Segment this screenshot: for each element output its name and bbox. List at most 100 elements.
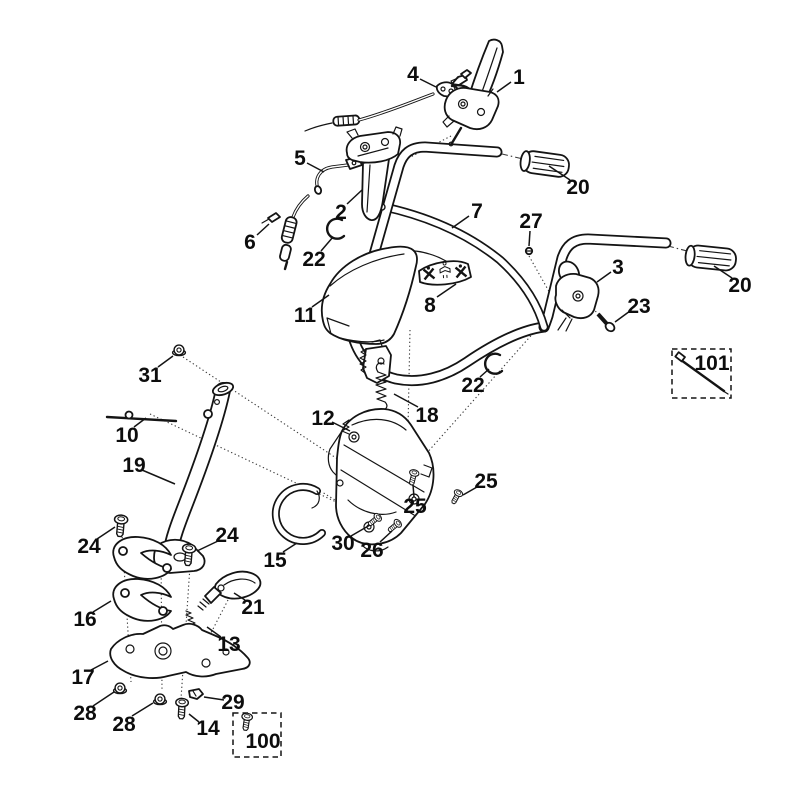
callout-leader-14-34 xyxy=(188,713,200,723)
part-callout-19-19: 19 xyxy=(122,454,145,477)
callout-leader-22-14 xyxy=(479,368,490,378)
throttle-lever-assembly xyxy=(442,38,504,147)
callout-leader-23-10 xyxy=(614,310,631,323)
retaining-clip-lower xyxy=(483,352,504,375)
part-callout-24-23: 24 xyxy=(215,524,239,547)
callout-leader-13-29 xyxy=(206,626,222,638)
wire-clamp-ring xyxy=(271,483,326,545)
part-callout-27-8: 27 xyxy=(519,210,542,233)
part-callout-100-35: 100 xyxy=(245,730,280,753)
clip-29 xyxy=(188,688,204,700)
callout-leader-1-0 xyxy=(496,81,512,93)
part-callout-22-5: 22 xyxy=(302,248,325,271)
handlebar-grip-lower xyxy=(684,244,737,272)
part-callout-25-20: 25 xyxy=(403,495,427,518)
screw-14 xyxy=(174,697,190,720)
callout-leader-2-3 xyxy=(346,189,363,205)
part-callout-28-32: 28 xyxy=(112,713,136,736)
handlebar-grip-upper xyxy=(519,150,570,178)
part-callout-12-18: 12 xyxy=(311,407,334,430)
callout-leader-22-5 xyxy=(320,236,334,252)
part-callout-3-9: 3 xyxy=(612,256,624,279)
part-callout-15-24: 15 xyxy=(263,549,287,572)
part-callout-28-31: 28 xyxy=(73,702,97,725)
callout-leader-30-25 xyxy=(350,524,371,537)
callout-leader-17-30 xyxy=(90,660,109,671)
callout-leader-26-26 xyxy=(379,530,393,543)
part-callout-31-16: 31 xyxy=(138,364,162,387)
part-callout-24-22: 24 xyxy=(77,535,101,558)
part-callout-29-33: 29 xyxy=(221,691,244,714)
callout-leader-10-17 xyxy=(133,417,147,428)
callout-leader-5-2 xyxy=(306,162,325,173)
callout-leader-7-7 xyxy=(451,215,470,229)
part-callout-101-36: 101 xyxy=(694,352,729,375)
pin-rod-10 xyxy=(105,410,178,423)
nut-28-left xyxy=(112,682,128,695)
part-callout-2-3: 2 xyxy=(335,201,347,224)
spring-cable xyxy=(261,194,310,271)
callout-leader-25-20 xyxy=(412,484,415,498)
part-callout-16-27: 16 xyxy=(73,608,96,631)
part-callout-5-2: 5 xyxy=(294,147,306,170)
callout-leader-18-15 xyxy=(393,393,419,408)
part-callout-30-25: 30 xyxy=(331,532,354,555)
base-plate xyxy=(109,622,251,679)
retaining-clip-upper xyxy=(325,217,346,240)
callout-leader-21-28 xyxy=(233,592,246,601)
clutch-lever-bracket xyxy=(345,126,403,221)
callout-leader-15-24 xyxy=(282,542,298,553)
part-callout-26-26: 26 xyxy=(360,539,383,562)
clamp-upper xyxy=(112,536,172,580)
support-tube xyxy=(153,381,235,574)
clamping-knob xyxy=(197,570,262,611)
callout-leader-24-23 xyxy=(196,540,219,552)
callout-leader-24-22 xyxy=(96,526,116,540)
part-callout-4-1: 4 xyxy=(407,63,419,86)
part-callout-7-7: 7 xyxy=(471,200,483,223)
callout-leader-11-13 xyxy=(311,294,330,308)
part-callout-23-10: 23 xyxy=(627,295,650,318)
kit-screw-100 xyxy=(239,711,254,732)
callout-leader-28-32 xyxy=(131,702,154,717)
callout-leader-12-18 xyxy=(331,421,351,432)
warning-pictogram-label xyxy=(418,260,472,286)
screw-23 xyxy=(596,312,616,333)
service-kit-box-100 xyxy=(232,711,282,758)
callout-leader-27-8 xyxy=(528,230,531,247)
callout-leader-3-9 xyxy=(596,271,612,283)
part-callout-21-28: 21 xyxy=(241,596,265,619)
callout-leader-8-12 xyxy=(436,283,457,298)
nut-28-right xyxy=(152,693,168,706)
part-callout-20-6: 20 xyxy=(566,176,589,199)
part-callout-18-15: 18 xyxy=(415,404,439,427)
part-callout-17-30: 17 xyxy=(71,666,94,689)
warning-icon-left xyxy=(422,266,436,281)
part-callout-6-4: 6 xyxy=(244,231,256,254)
part-callout-25-21: 25 xyxy=(474,470,498,493)
callout-leader-20-6 xyxy=(548,165,571,181)
part-callout-14-34: 14 xyxy=(196,717,220,740)
callout-leader-6-4 xyxy=(256,223,270,236)
part-callout-20-11: 20 xyxy=(728,274,751,297)
part-callout-11-13: 11 xyxy=(294,304,317,327)
service-kit-box-101 xyxy=(671,348,732,399)
callout-leader-31-16 xyxy=(157,355,174,368)
handlebar-cover xyxy=(320,245,459,345)
part-callout-13-29: 13 xyxy=(217,633,240,656)
part-callout-10-17: 10 xyxy=(115,424,138,447)
toothed-bracket xyxy=(359,339,392,384)
callout-leader-16-27 xyxy=(92,600,112,613)
part-callout-8-12: 8 xyxy=(424,294,436,317)
part-callout-22-14: 22 xyxy=(461,374,484,397)
cable-tie-101 xyxy=(674,351,729,395)
callout-leader-25-21 xyxy=(462,486,478,496)
read-manual-icon xyxy=(439,261,451,279)
warning-icon-right xyxy=(454,264,468,279)
switch-assembly xyxy=(554,260,600,332)
screw-25-right xyxy=(448,487,465,506)
callout-leader-29-33 xyxy=(203,696,225,701)
